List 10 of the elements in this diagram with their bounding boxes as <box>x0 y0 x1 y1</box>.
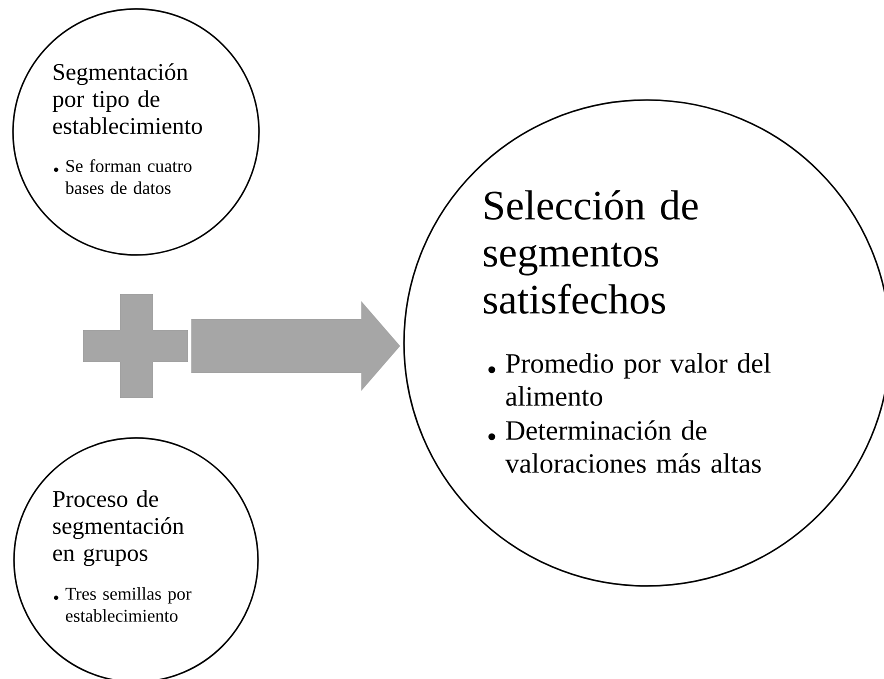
heading-text: Selección de segmentos satisfechos <box>484 190 698 314</box>
bullet-text: Tres semillas por establecimiento <box>66 587 192 622</box>
heading-text: Proceso de segmentación en grupos <box>52 490 184 566</box>
heading-text: Segmentación por tipo de establecimiento <box>52 63 202 134</box>
block-arrow <box>191 300 400 391</box>
process-circle <box>12 8 260 256</box>
bullet-text: Se forman cuatro bases de datos <box>65 159 192 194</box>
bullet-text: Determinación de valoraciones más altas <box>505 420 761 473</box>
bullet-text: Promedio por valor del alimento <box>506 353 771 406</box>
plus-sign <box>83 294 188 398</box>
